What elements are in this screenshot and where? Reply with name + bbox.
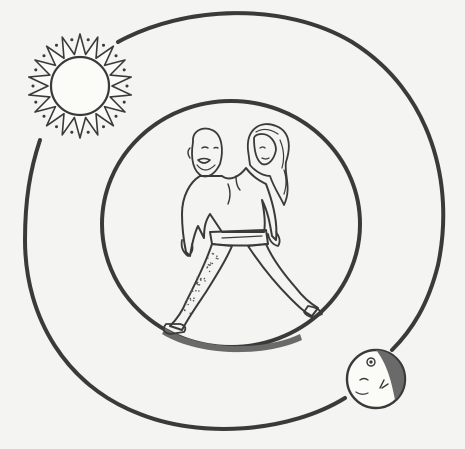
sun-icon	[29, 34, 131, 138]
moon-icon	[347, 350, 405, 408]
two-headed-figure	[164, 124, 322, 334]
